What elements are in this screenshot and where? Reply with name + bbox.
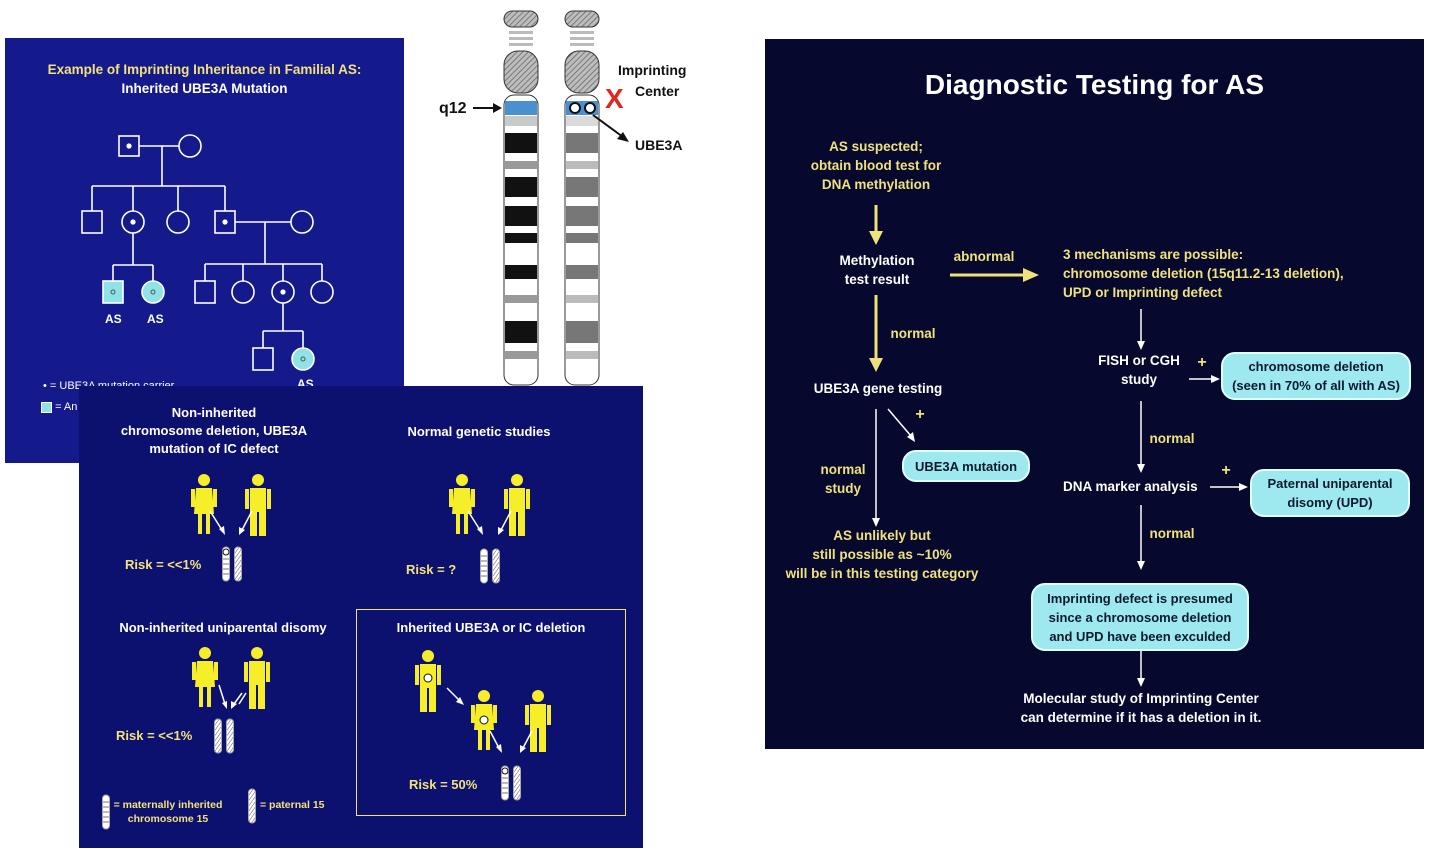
legend-maternal-text: = maternally inherited chromosome 15 [113,799,223,825]
risk-figures [102,474,551,830]
carrier-dot-icon: • [43,380,47,392]
flow-normal-1: normal [890,326,936,341]
q3-chromosome-2 [226,718,234,754]
flow-normal-2: normal [1149,431,1195,446]
chromosome-right [564,10,600,386]
pedigree-male-gen4 [252,347,274,371]
ube3a-mutation-box: UBE3A mutation [902,450,1030,482]
flowchart-arrows [869,205,1248,687]
flow-plus-3: + [1221,462,1231,479]
q1-mother-figure [191,474,217,534]
q1-title: Non-inherited chromosome deletion, UBE3A… [120,405,308,456]
q3-chromosome-1 [214,718,222,754]
q4-risk: Risk = 50% [409,777,478,792]
imprinting-center-marker [569,102,581,114]
q12-label: q12 [439,100,467,117]
flow-dna-marker: DNA marker analysis [1063,479,1198,494]
legend-paternal-chromosome [248,788,256,824]
pedigree-male-gen2a [81,210,103,234]
q2-title: Normal genetic studies [407,424,551,439]
q3-mother-figure [192,647,218,707]
q2-chromosome-maternal [480,548,488,584]
flowchart-panel: Diagnostic Testing for AS [765,39,1424,749]
flowchart-title: Diagnostic Testing for AS [924,69,1265,100]
upd-box: Paternal uniparental disomy (UPD) [1250,469,1410,517]
pedigree-legend-affected: = An [41,401,77,413]
flow-molecular-study: Molecular study of Imprinting Center can… [1020,691,1262,725]
legend-maternal-chromosome [102,794,110,830]
flow-abnormal-label: abnormal [953,249,1015,264]
pedigree-female-gen1 [178,134,202,158]
ube3a-label: UBE3A [635,137,682,153]
flow-start: AS suspected; obtain blood test for DNA … [810,139,942,192]
pedigree-affected-female [141,280,165,304]
q4-father-figure [525,690,551,752]
pedigree-affected-female-gen4 [291,347,315,371]
pedigree-male-gen3a [194,280,216,304]
q3-father-figure [244,647,270,709]
risk-panel: Non-inherited chromosome deletion, UBE3A… [79,386,643,848]
q3-risk: Risk = <<1% [116,728,193,743]
flow-normal-study: normal study [820,462,866,496]
imprinting-defect-box: Imprinting defect is presumed since a ch… [1031,583,1249,651]
q2-risk: Risk = ? [406,562,457,577]
imprinting-x-mark: X [605,83,624,114]
flow-methylation: Methylation test result [839,253,915,287]
pedigree-affected-male [102,280,124,304]
flow-plus-1: + [915,406,925,423]
q4-title: Inherited UBE3A or IC deletion [396,620,586,635]
imprinting-center-label-2: Center [635,83,680,99]
affected-square-icon [41,401,52,413]
pedigree-affected-label-2: AS [147,312,164,326]
pedigree-female-gen3b [231,280,255,304]
q2-father-figure [504,474,530,536]
q1-father-figure [245,474,271,536]
q1-chromosome-paternal [234,546,242,582]
flow-ube3a-testing: UBE3A gene testing [813,381,943,396]
pedigree-female-gen3d [310,280,334,304]
legend-paternal-text: = paternal 15 [260,799,325,811]
q4-highlight-box [356,609,626,816]
chromosome-left [503,10,539,386]
pedigree-title-line2: Inherited UBE3A Mutation [121,81,288,96]
pedigree-spouse-gen2 [290,210,314,234]
chromosome-deletion-box: chromosome deletion (seen in 70% of all … [1221,352,1411,400]
flow-normal-3: normal [1149,526,1195,541]
pedigree-title-line1: Example of Imprinting Inheritance in Fam… [47,62,362,77]
flow-as-unlikely: AS unlikely but still possible as ~10% w… [785,528,979,581]
imprinting-center-label-1: Imprinting [618,62,686,78]
q2-mother-figure [449,474,475,534]
pedigree-affected-label-1: AS [105,312,122,326]
flow-fish-cgh: FISH or CGH study [1098,353,1180,387]
q4-chromosome-paternal [513,765,521,801]
flow-plus-2: + [1197,354,1207,371]
flow-mechanisms: 3 mechanisms are possible: chromosome de… [1063,247,1344,300]
pedigree-female-gen2b [166,210,190,234]
ube3a-marker [584,102,596,114]
q1-risk: Risk = <<1% [125,557,202,572]
pedigree-chart [81,134,334,371]
q2-chromosome-paternal [492,548,500,584]
chromosome-ideogram: X q12 UBE3A Imprinting Center [439,10,686,386]
q3-title: Non-inherited uniparental disomy [119,620,327,635]
